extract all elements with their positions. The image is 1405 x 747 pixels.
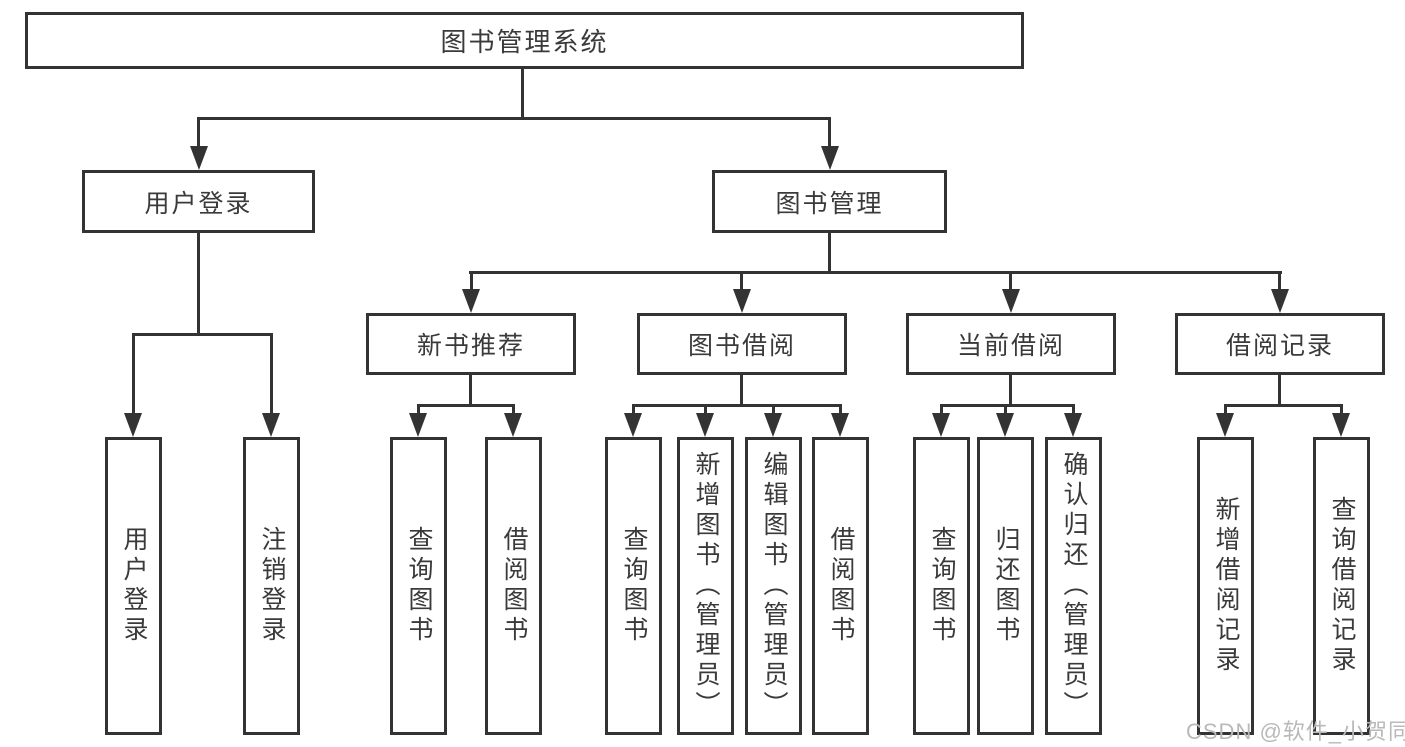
node-new-book-recommend-label: 新书推荐 (416, 332, 525, 360)
connector-stem-current (1009, 271, 1012, 297)
node-user-login: 用户登录 (82, 170, 315, 233)
connector-borrow-stub (740, 375, 743, 407)
node-borrow-records-label: 借阅记录 (1225, 332, 1334, 360)
arrow-icon (262, 413, 280, 437)
connector-stem (772, 404, 775, 419)
connector-recommend-stub (469, 375, 472, 407)
connector-root-stub (521, 69, 524, 119)
node-root-label: 图书管理系统 (440, 27, 609, 57)
node-current-borrow-label: 当前借阅 (956, 332, 1065, 360)
leaf-query-books-borrow: 查询图书 (605, 437, 662, 735)
leaf-label: 查询借阅记录 (1328, 496, 1356, 676)
leaf-logout: 注销登录 (243, 437, 300, 735)
connector-borrow-branch (632, 404, 842, 407)
connector-records-branch (1224, 404, 1343, 407)
node-current-borrow: 当前借阅 (906, 313, 1116, 375)
arrow-icon (764, 413, 782, 437)
leaf-borrow-books-recommend: 借阅图书 (485, 437, 542, 735)
connector-stem (632, 404, 635, 419)
leaf-return-books: 归还图书 (977, 437, 1034, 735)
leaf-label: 用户登录 (120, 526, 148, 646)
leaf-edit-books-admin: 编辑图书（管理员） (745, 437, 802, 735)
connector-stem-user-login (197, 117, 200, 151)
leaf-label: 查询图书 (405, 526, 433, 646)
connector-stem (704, 404, 707, 419)
node-user-login-label: 用户登录 (144, 189, 253, 218)
node-book-borrow: 图书借阅 (637, 313, 847, 375)
connector-stem (1224, 404, 1227, 419)
connector-stem (1340, 404, 1343, 419)
connector-user-login-branch (132, 333, 273, 336)
arrow-icon (1002, 289, 1020, 313)
leaf-query-books-current: 查询图书 (913, 437, 970, 735)
arrow-icon (462, 289, 480, 313)
leaf-label: 借阅图书 (827, 526, 855, 646)
connector-stem-records (1278, 271, 1281, 297)
leaf-label: 查询图书 (928, 526, 956, 646)
connector-user-login-stub (197, 233, 200, 336)
arrow-icon (624, 413, 642, 437)
leaf-add-borrow-record: 新增借阅记录 (1197, 437, 1254, 735)
arrow-icon (124, 413, 142, 437)
node-borrow-records: 借阅记录 (1175, 313, 1385, 375)
arrow-icon (696, 413, 714, 437)
leaf-query-books-recommend: 查询图书 (390, 437, 447, 735)
node-book-management: 图书管理 (712, 170, 947, 233)
connector-stem-borrow (740, 271, 743, 297)
node-new-book-recommend: 新书推荐 (366, 313, 576, 375)
connector-stem-recommend (470, 271, 473, 297)
connector-records-stub (1278, 375, 1281, 407)
leaf-label: 查询图书 (620, 526, 648, 646)
leaf-label: 确认归还（管理员） (1060, 451, 1088, 721)
connector-stem (940, 404, 943, 419)
arrow-icon (1064, 413, 1082, 437)
connector-current-branch (940, 404, 1075, 407)
csdn-watermark: CSDN @软件_小贺同学 (1186, 719, 1405, 744)
connector-stem-leaf-login (132, 333, 135, 419)
connector-book-management-branch (469, 271, 1282, 274)
arrow-icon (996, 413, 1014, 437)
leaf-label: 归还图书 (992, 526, 1020, 646)
arrow-icon (733, 289, 751, 313)
arrow-icon (1216, 413, 1234, 437)
connector-stem-book-management (828, 117, 831, 151)
arrow-icon (409, 413, 427, 437)
leaf-user-login: 用户登录 (105, 437, 162, 735)
connector-book-management-stub (828, 233, 831, 274)
arrow-icon (190, 146, 208, 170)
connector-stem-leaf-logout (270, 333, 273, 419)
leaf-label: 新增图书（管理员） (692, 451, 720, 721)
arrow-icon (821, 146, 839, 170)
leaf-confirm-return-admin: 确认归还（管理员） (1045, 437, 1102, 735)
leaf-label: 新增借阅记录 (1212, 496, 1240, 676)
connector-stem (839, 404, 842, 419)
leaf-label: 编辑图书（管理员） (760, 451, 788, 721)
node-root: 图书管理系统 (25, 12, 1024, 69)
node-book-management-label: 图书管理 (775, 189, 884, 218)
connector-stem (512, 404, 515, 419)
connector-current-stub (1009, 375, 1012, 407)
node-book-borrow-label: 图书借阅 (687, 332, 796, 360)
leaf-borrow-books: 借阅图书 (812, 437, 869, 735)
arrow-icon (504, 413, 522, 437)
connector-stem (1072, 404, 1075, 419)
arrow-icon (932, 413, 950, 437)
leaf-label: 借阅图书 (500, 526, 528, 646)
connector-recommend-branch (417, 404, 515, 407)
leaf-label: 注销登录 (258, 526, 286, 646)
connector-stem (1004, 404, 1007, 419)
arrow-icon (831, 413, 849, 437)
connector-root-branch (197, 117, 831, 120)
leaf-query-borrow-record: 查询借阅记录 (1313, 437, 1370, 735)
connector-stem (417, 404, 420, 419)
arrow-icon (1271, 289, 1289, 313)
arrow-icon (1332, 413, 1350, 437)
leaf-add-books-admin: 新增图书（管理员） (677, 437, 734, 735)
